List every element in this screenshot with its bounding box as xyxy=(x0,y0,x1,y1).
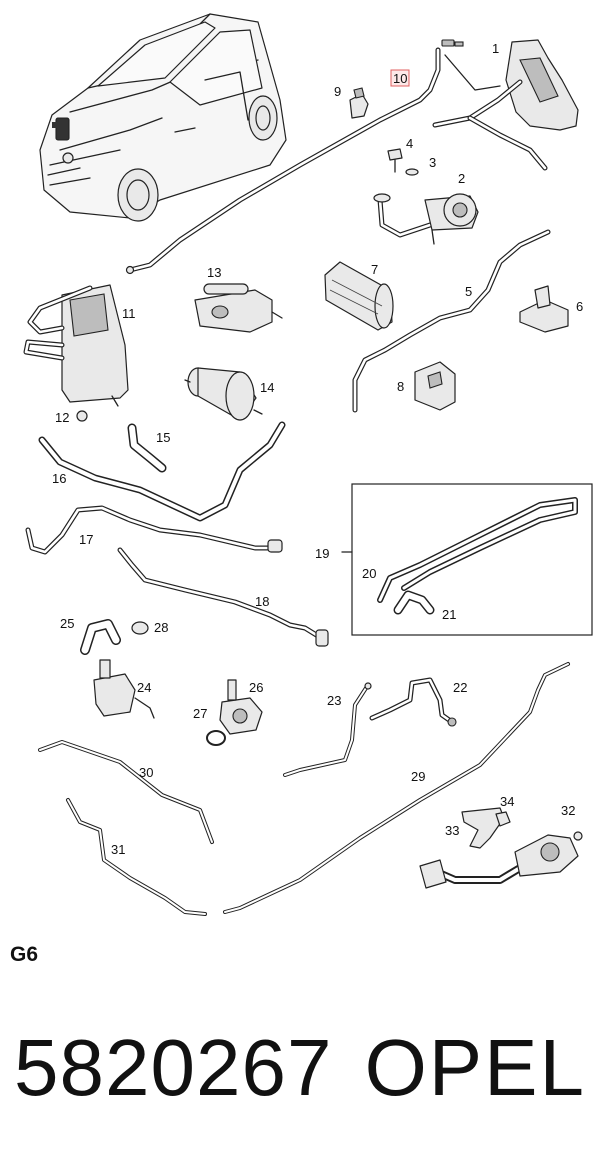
callout-17: 17 xyxy=(79,532,93,547)
callout-13: 13 xyxy=(207,265,221,280)
part-13-valve xyxy=(194,283,283,333)
callout-34: 34 xyxy=(500,794,514,809)
part-16-pipe xyxy=(38,421,286,522)
vehicle-illustration xyxy=(39,13,287,222)
part-10-pipe xyxy=(125,47,441,275)
callout-1: 1 xyxy=(492,41,499,56)
callout-32: 32 xyxy=(561,803,575,818)
callout-4: 4 xyxy=(406,136,413,151)
callout-25: 25 xyxy=(60,616,74,631)
part-1-canister-assembly xyxy=(432,39,579,171)
parts-diagram: 1 2 3 4 5 6 7 8 9 10 11 12 13 14 15 16 1… xyxy=(23,13,593,916)
callout-16: 16 xyxy=(52,471,66,486)
callout-6: 6 xyxy=(576,299,583,314)
part-33-bracket xyxy=(461,807,505,849)
part-3-washer xyxy=(405,168,419,176)
callout-26: 26 xyxy=(249,680,263,695)
callout-31: 31 xyxy=(111,842,125,857)
part-28-clip xyxy=(131,621,149,635)
part-15-hose xyxy=(127,423,167,473)
part-19-hose-set xyxy=(341,483,593,636)
callout-10-highlight xyxy=(390,69,410,87)
callout-12: 12 xyxy=(55,410,69,425)
part-14-filter xyxy=(184,367,263,421)
part-34-nut xyxy=(495,811,511,827)
part-29-pipe xyxy=(223,662,570,914)
part-4-bolt xyxy=(387,148,403,173)
part-6-bracket xyxy=(519,285,569,333)
part-31-pipe xyxy=(66,798,207,916)
callout-3: 3 xyxy=(429,155,436,170)
section-code: G6 xyxy=(10,943,39,966)
part-18-pipe xyxy=(117,547,329,647)
part-7-filter xyxy=(324,261,394,331)
callout-15: 15 xyxy=(156,430,170,445)
part-26-connector xyxy=(219,679,263,735)
part-22-pipe xyxy=(369,677,457,727)
callout-labels: 1 2 3 4 5 6 7 8 9 10 11 12 13 14 15 16 1… xyxy=(52,41,583,857)
callout-2: 2 xyxy=(458,171,465,186)
callout-11: 11 xyxy=(122,306,136,321)
part-9-clip xyxy=(349,87,369,119)
part-32-actuator xyxy=(419,831,583,889)
callout-30: 30 xyxy=(139,765,153,780)
part-30-pipe xyxy=(38,740,214,844)
part-27-seal-ring xyxy=(206,730,226,746)
callout-21: 21 xyxy=(442,607,456,622)
part-23-pipe xyxy=(283,682,372,777)
callout-27: 27 xyxy=(193,706,207,721)
callout-28: 28 xyxy=(154,620,168,635)
part-number: 5820267 xyxy=(14,1023,333,1112)
part-25-hose xyxy=(80,619,121,655)
callout-9: 9 xyxy=(334,84,341,99)
callout-24: 24 xyxy=(137,680,151,695)
callout-8: 8 xyxy=(397,379,404,394)
callout-14: 14 xyxy=(260,380,274,395)
callout-10: 10 xyxy=(393,71,407,86)
callout-19: 19 xyxy=(315,546,329,561)
callout-22: 22 xyxy=(453,680,467,695)
callout-29: 29 xyxy=(411,769,425,784)
part-2-valve xyxy=(373,193,479,245)
part-8-clamp xyxy=(414,361,456,411)
part-12-nut xyxy=(76,410,88,422)
callout-23: 23 xyxy=(327,693,341,708)
part-24-valve xyxy=(93,659,155,719)
callout-7: 7 xyxy=(371,262,378,277)
part-5-pipe xyxy=(352,229,551,413)
part-11-canister xyxy=(23,284,129,407)
brand-name: OPEL xyxy=(364,1023,586,1112)
callout-18: 18 xyxy=(255,594,269,609)
callout-5: 5 xyxy=(465,284,472,299)
part-17-pipe xyxy=(25,505,283,555)
callout-20: 20 xyxy=(362,566,376,581)
callout-33: 33 xyxy=(445,823,459,838)
